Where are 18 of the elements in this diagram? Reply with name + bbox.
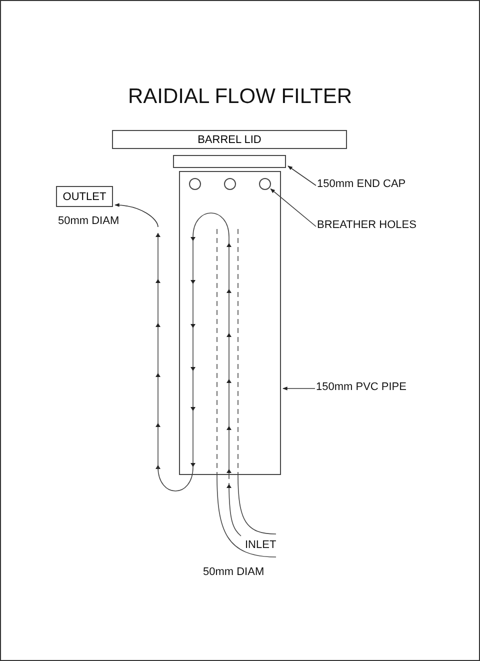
inlet-label: INLET (245, 539, 276, 552)
size-label: 50mm DIAM (203, 566, 264, 579)
breather-hole (189, 178, 201, 190)
breather-hole (224, 178, 236, 190)
outlet-box: OUTLET (56, 186, 113, 207)
pipe-body (179, 171, 281, 475)
end-cap-box (173, 155, 286, 168)
size-label: 50mm DIAM (58, 215, 120, 228)
leader-line (288, 166, 316, 186)
leader-line (282, 386, 316, 390)
diagram-title: RAIDIAL FLOW FILTER (126, 85, 354, 109)
breather-hole (259, 178, 271, 190)
part-label: BREATHER HOLES (317, 219, 416, 232)
lid-box: BARREL LID (112, 130, 347, 149)
part-label: 150mm END CAP (317, 178, 406, 191)
part-label: 150mm PVC PIPE (316, 381, 406, 394)
flow-arrow (114, 203, 158, 228)
leader-line (270, 188, 316, 227)
